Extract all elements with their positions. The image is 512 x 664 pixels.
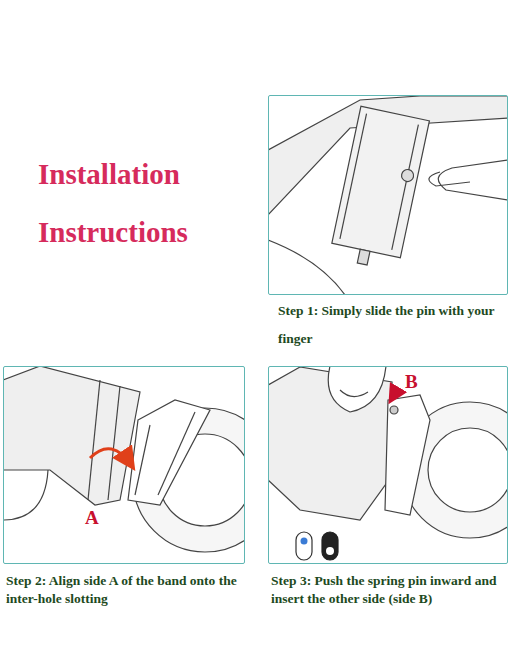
panel-frame [268, 366, 508, 564]
step-caption: Step 2: Align side A of the band onto th… [3, 572, 247, 608]
title: Installation Instructions [38, 145, 228, 261]
step-caption: Step 3: Push the spring pin inward and i… [268, 572, 510, 608]
step-caption: Step 1: Simply slide the pin with your f… [268, 297, 510, 353]
step2-art [4, 367, 244, 552]
step3-art [269, 367, 507, 560]
step1-art [269, 96, 507, 294]
step-panel: Step 3: Push the spring pin inward and i… [268, 366, 510, 608]
panel-frame [268, 95, 508, 295]
step-panel: Step 1: Simply slide the pin with your f… [268, 95, 510, 353]
panel-frame [3, 366, 245, 564]
callout-letter: A [84, 508, 100, 527]
step-panel: Step 2: Align side A of the band onto th… [3, 366, 247, 608]
callout-letter: B [404, 372, 419, 391]
